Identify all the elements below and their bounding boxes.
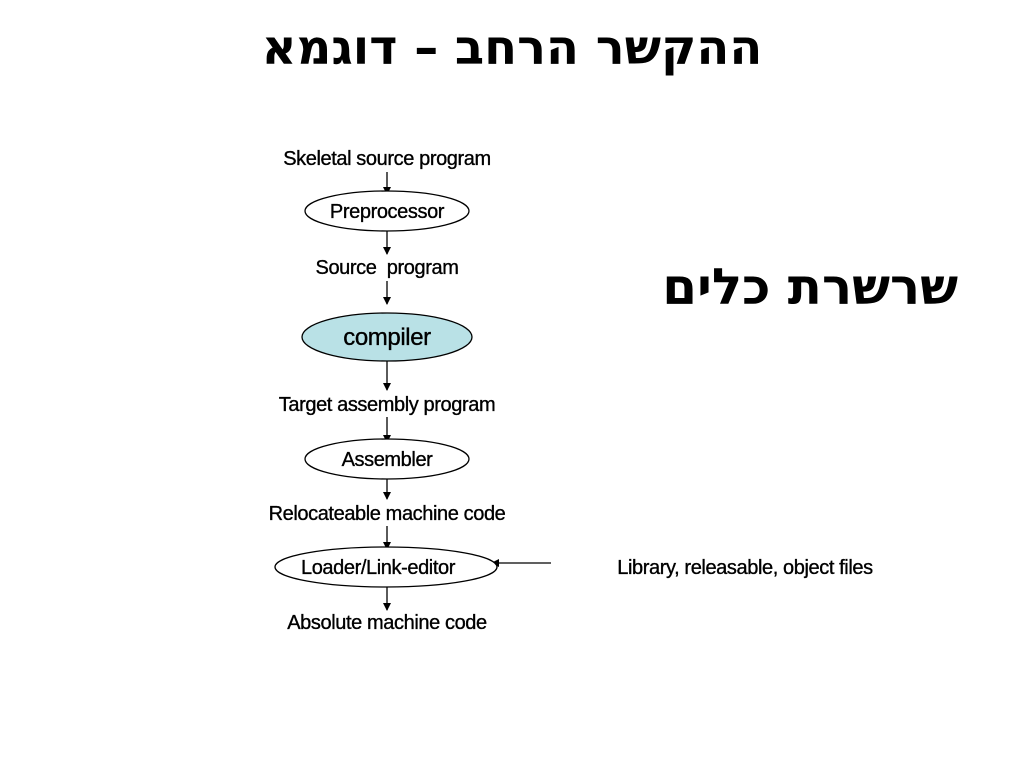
assembler-node (304, 438, 470, 480)
compiler-node (301, 312, 473, 362)
toolchain-heading: שרשרת כלים (662, 258, 958, 316)
label-absolute: Absolute machine code (287, 612, 487, 634)
label-loader: Loader/Link-editor (301, 557, 456, 579)
label-source-program: Source program (316, 257, 459, 279)
slide-title: ההקשר הרחב – דוגמא (261, 20, 763, 76)
label-library: Library, releasable, object files (617, 557, 873, 579)
loader-node (274, 546, 498, 588)
preprocessor-node (304, 190, 470, 232)
label-skeletal-source: Skeletal source program (283, 148, 491, 170)
label-target-assembly: Target assembly program (279, 394, 495, 416)
label-relocatable: Relocateable machine code (269, 503, 506, 525)
label-assembler: Assembler (342, 449, 434, 471)
label-preprocessor: Preprocessor (330, 201, 445, 223)
label-compiler: compiler (343, 324, 431, 351)
